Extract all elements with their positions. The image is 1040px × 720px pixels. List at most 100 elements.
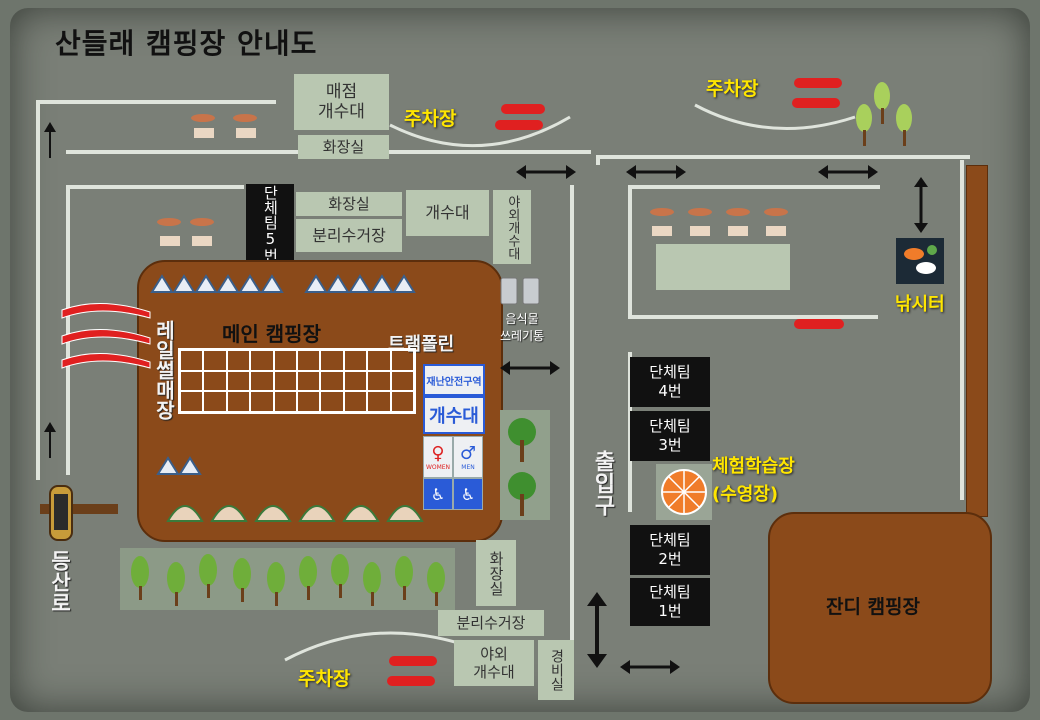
group-site-2-line2: 2번 [658,550,682,568]
restroom-bottom-box[interactable]: 화장실 [476,540,516,606]
inner-top-road [66,185,244,189]
group-site-4-line1: 단체팀 [649,363,691,382]
main-camping-label: 메인 캠핑장 [222,322,321,346]
grass-camping-area[interactable] [768,512,992,704]
store-sink-box[interactable]: 매점 개수대 [294,74,389,130]
tree-icon [508,418,536,516]
pool-icon [661,469,707,515]
tree-row-icon [131,554,445,606]
picnic-tables-right [650,208,788,236]
fishing-label: 낚시터 [895,294,945,315]
outdoor-sink-bottom-box[interactable]: 야외 개수대 [454,640,534,686]
double-arrow-icon-4 [500,361,560,375]
rail-sled-tracks [61,303,151,369]
sink-mid-box[interactable]: 개수대 [406,190,489,236]
parking-label-bottom: 주차장 [298,668,351,690]
parking-label-top-right: 주차장 [706,78,759,100]
hiking-trail-sign [40,485,118,541]
group-site-2-line1: 단체팀 [649,531,691,550]
outdoor-sink-vertical-box[interactable]: 야외개수대 [493,190,531,264]
group-site-4[interactable]: 단체팀 4번 [630,357,710,407]
grass-camping-label: 잔디 캠핑장 [826,596,921,618]
double-arrow-icon-5 [620,660,680,674]
group-site-1[interactable]: 단체팀 1번 [630,578,710,626]
parking-arc-top-right [694,103,856,131]
entrance-road [570,185,574,660]
car-icons-top-left [495,104,545,130]
grass-camping-path [966,165,988,517]
women-label: WOMEN [425,464,451,471]
accessible-men-sign: ♿ [453,478,483,510]
man-icon: ♂ [459,443,477,464]
picnic-shelter [656,244,790,290]
food-waste-label: 음식물 쓰레기통 [500,312,545,343]
vertical-double-arrow-icon [914,177,928,233]
women-restroom-sign: ♀ WOMEN [423,436,453,478]
parking-arc-top-left [389,115,571,148]
parking-label-top-left: 주차장 [404,108,457,130]
car-icon-pool [794,319,844,329]
road-joint [596,155,600,165]
pool-road [628,315,878,319]
fishing-pond-image [896,238,944,284]
group-site-3[interactable]: 단체팀 3번 [630,411,710,461]
car-icons-top-right [792,78,842,108]
rail-sled-label: 레일썰매장 [152,320,176,420]
group-site-3-line2: 3번 [658,436,682,454]
group-site-3-line1: 단체팀 [649,417,691,436]
tree-cluster-top-right [856,82,912,146]
wheelchair-icon: ♿ [430,484,446,504]
accessible-women-sign: ♿ [423,478,453,510]
sink-sign: 개수대 [423,396,485,434]
camping-site-grid [178,348,416,414]
recycle-mid-box[interactable]: 분리수거장 [296,219,402,252]
double-arrow-icon-2 [626,165,686,179]
double-arrow-icon-1 [516,165,576,179]
entrance-label: 출입구 [590,450,615,516]
restroom-mid-box[interactable]: 화장실 [296,192,402,216]
koi-fish-icon [904,245,937,274]
recycle-bottom-box[interactable]: 분리수거장 [438,610,544,636]
hiking-trail-label: 등산로 [48,550,72,613]
men-label: MEN [461,464,475,471]
tree-row-bottom [120,548,455,610]
up-arrow-icon [44,122,56,158]
top-left-road [36,100,276,104]
picnic-tables-left [157,218,214,246]
experience-pool-sublabel: (수영장) [712,484,779,505]
car-icons-bottom [387,656,437,686]
tent-row-left [156,456,202,475]
group-site-5[interactable]: 단체팀5번 [246,184,294,264]
dome-tent-row [166,505,424,522]
top-right-road [598,155,970,159]
inner-left-road [66,185,70,475]
men-restroom-sign: ♂ MEN [453,436,483,478]
experience-pool-label: 체험학습장 [712,456,795,477]
left-road [36,100,40,480]
group-site-2[interactable]: 단체팀 2번 [630,525,710,575]
group-site-4-line2: 4번 [658,382,682,400]
woman-icon: ♀ [431,443,445,464]
map-title: 산들래 캠핑장 안내도 [55,27,318,60]
group-site-1-line1: 단체팀 [649,583,691,602]
entrance-double-arrow-icon [587,592,607,668]
group-site-1-line2: 1번 [658,602,682,620]
tent-row-top-left [150,274,284,293]
right-inner-road-vertical [628,185,632,315]
up-arrow-icon-2 [44,422,56,458]
pool-tile [656,464,712,520]
disaster-zone-sign: 재난안전구역 [423,364,485,396]
tent-row-top-right [304,274,416,293]
trash-bins [500,277,540,305]
tree-box-right [500,410,550,520]
double-arrow-icon-3 [818,165,878,179]
right-road [960,160,964,500]
restroom-top-box[interactable]: 화장실 [298,135,389,159]
picnic-tables-top [191,114,257,138]
right-inner-road [628,185,880,189]
security-office-box[interactable]: 경비실 [538,640,574,700]
wheelchair-icon-2: ♿ [460,484,476,504]
parking-arc-bottom [284,631,466,662]
disaster-zone-text: 재난안전구역 [426,376,482,388]
